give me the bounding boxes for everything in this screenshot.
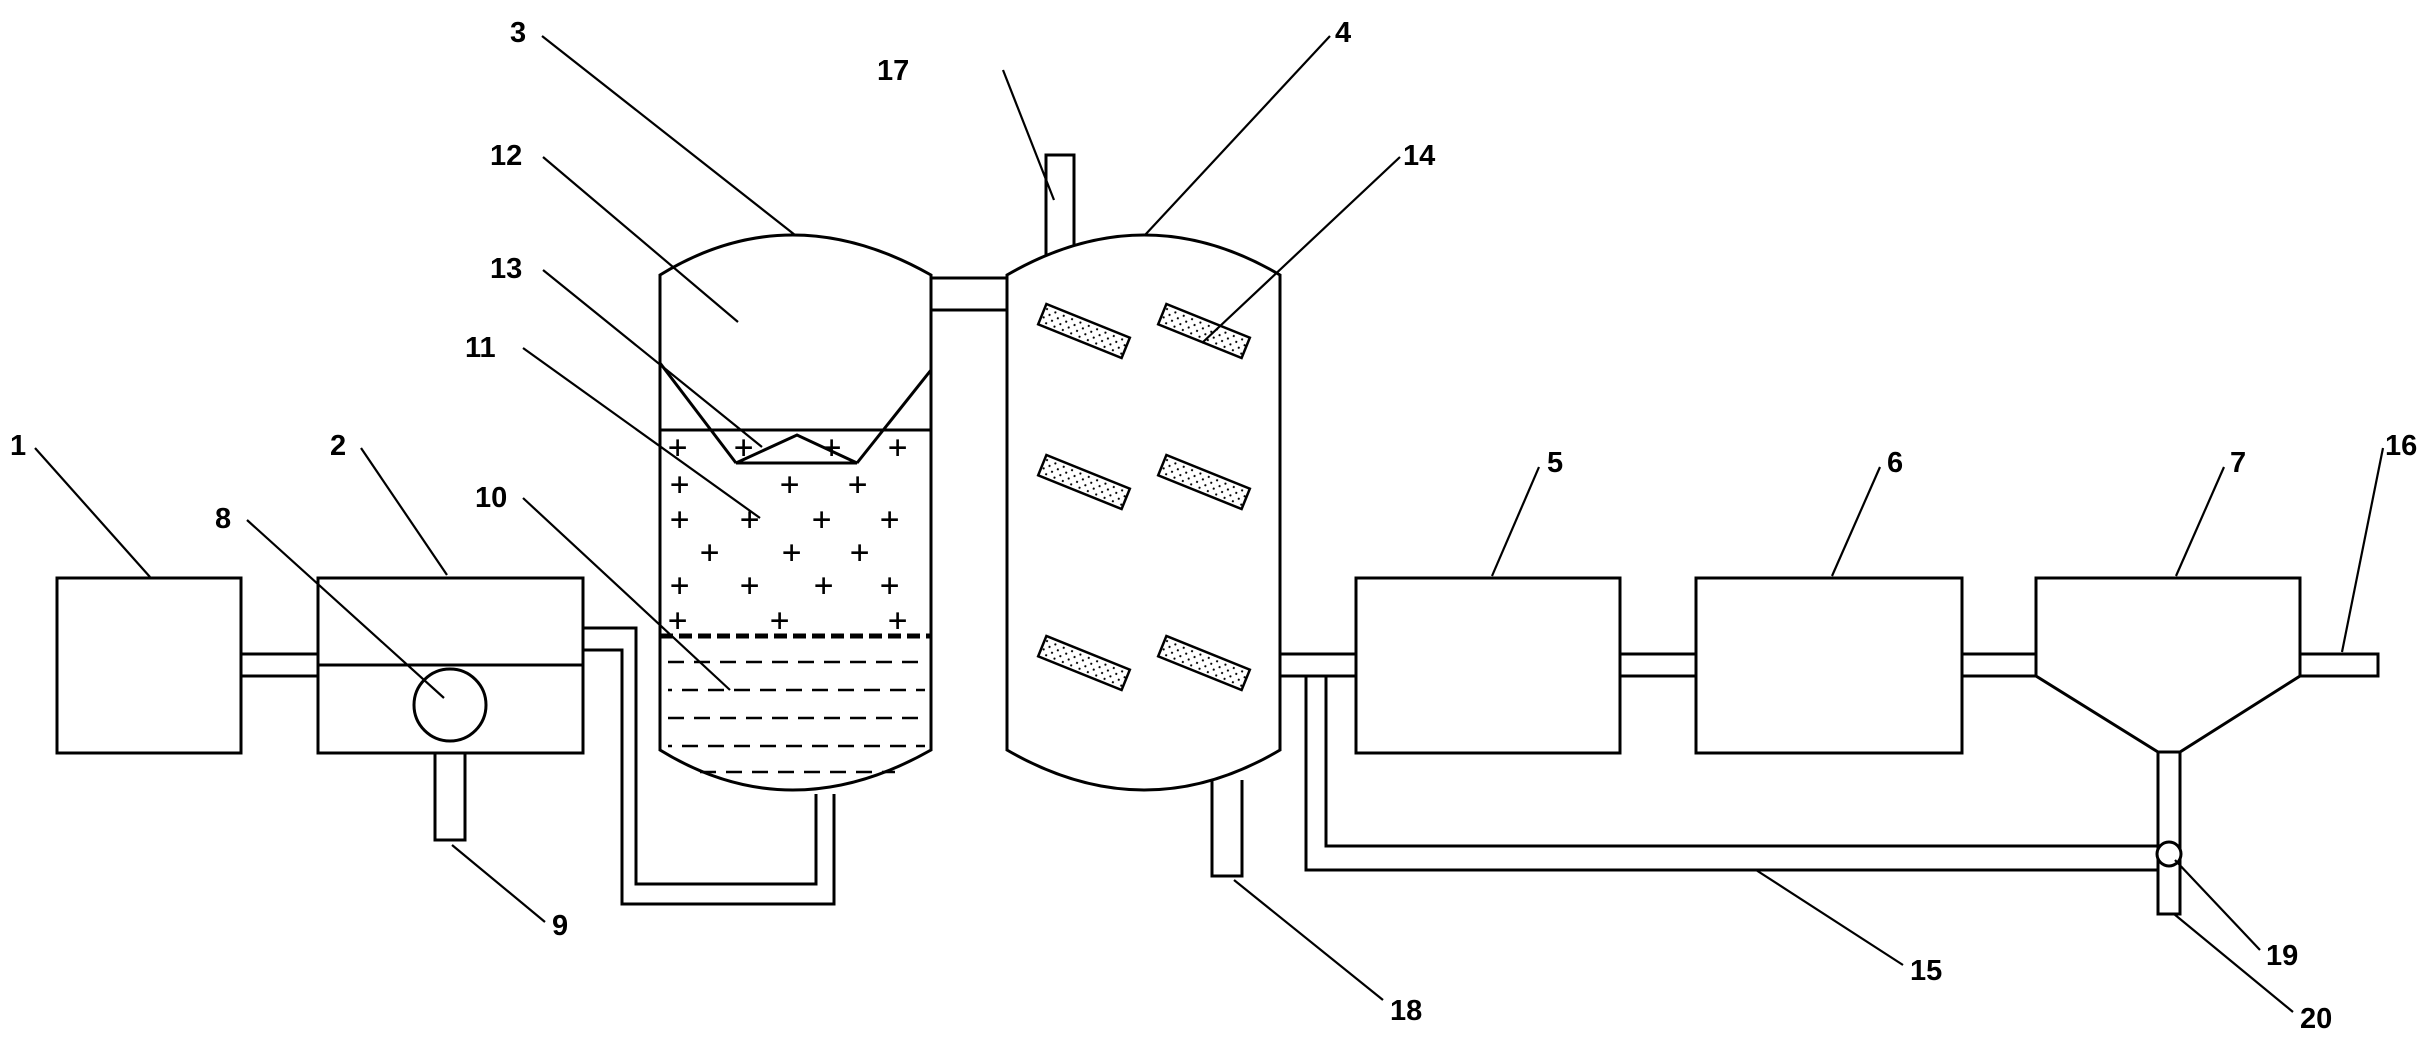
svg-text:+: + [700, 533, 719, 571]
sludge-zone-10 [668, 660, 925, 774]
label-18: 18 [1390, 995, 1422, 1027]
unit-1-box [55, 576, 243, 755]
pipe-outlet-9 [433, 752, 467, 842]
pipe-3-4 [929, 276, 1009, 312]
svg-text:+: + [822, 428, 841, 466]
tank-3-body [658, 233, 933, 792]
leader-lines [34, 35, 2385, 1013]
label-14: 14 [1403, 140, 1435, 172]
svg-text:+: + [888, 428, 907, 466]
svg-text:+: + [880, 566, 899, 604]
svg-text:+: + [670, 566, 689, 604]
unit-7-settler [2034, 576, 2302, 754]
unit-2 [316, 576, 585, 755]
label-11: 11 [465, 332, 496, 364]
svg-text:+: + [780, 465, 799, 503]
label-6: 6 [1887, 447, 1903, 479]
svg-text:+: + [770, 601, 789, 639]
label-15: 15 [1910, 955, 1942, 987]
label-17: 17 [877, 55, 909, 87]
labels: 1 2 3 4 5 6 7 8 9 10 11 12 13 14 15 16 1… [10, 17, 2417, 1035]
pipe-outlet-16 [2298, 652, 2380, 678]
tank-3: ++++ +++ ++++ +++ ++++ +++ [658, 233, 933, 792]
pipe-outlet-20 [2156, 752, 2182, 916]
label-1: 1 [10, 430, 26, 462]
svg-text:+: + [814, 566, 833, 604]
svg-text:+: + [740, 566, 759, 604]
label-2: 2 [330, 430, 346, 462]
pipe-5-6 [1618, 652, 1698, 678]
label-8: 8 [215, 503, 231, 535]
pipe-2-3 [583, 626, 818, 886]
svg-text:+: + [880, 500, 899, 538]
svg-text:+: + [850, 533, 869, 571]
label-9: 9 [552, 910, 568, 942]
svg-text:+: + [670, 465, 689, 503]
label-4: 4 [1335, 17, 1351, 49]
svg-text:+: + [668, 601, 687, 639]
pipe-4-5 [1278, 652, 1358, 678]
vent-pipe-17 [1044, 153, 1076, 259]
svg-text:+: + [848, 465, 867, 503]
granular-zone-11: ++++ +++ ++++ +++ ++++ +++ [668, 428, 907, 639]
label-10: 10 [475, 482, 507, 514]
packing-14 [1036, 302, 1252, 692]
tank-4 [1005, 233, 1282, 792]
svg-text:+: + [668, 428, 687, 466]
label-13: 13 [490, 253, 522, 285]
return-pipe-15 [1304, 676, 2158, 872]
label-7: 7 [2230, 447, 2246, 479]
unit-5-box [1354, 576, 1622, 755]
pipe-6-7 [1960, 652, 2038, 678]
label-19: 19 [2266, 940, 2298, 972]
svg-text:+: + [782, 533, 801, 571]
label-16: 16 [2385, 430, 2417, 462]
svg-text:+: + [888, 601, 907, 639]
svg-text:+: + [670, 500, 689, 538]
label-12: 12 [490, 140, 522, 172]
svg-text:+: + [734, 428, 753, 466]
unit-6-box [1694, 576, 1964, 755]
label-3: 3 [510, 17, 526, 49]
label-20: 20 [2300, 1003, 2332, 1035]
svg-text:+: + [740, 500, 759, 538]
pipe-outlet-18 [1210, 780, 1244, 878]
separator-13 [735, 433, 858, 465]
label-5: 5 [1547, 447, 1563, 479]
svg-text:+: + [812, 500, 831, 538]
pipe-1-2 [239, 652, 320, 678]
pipes [239, 153, 2380, 916]
